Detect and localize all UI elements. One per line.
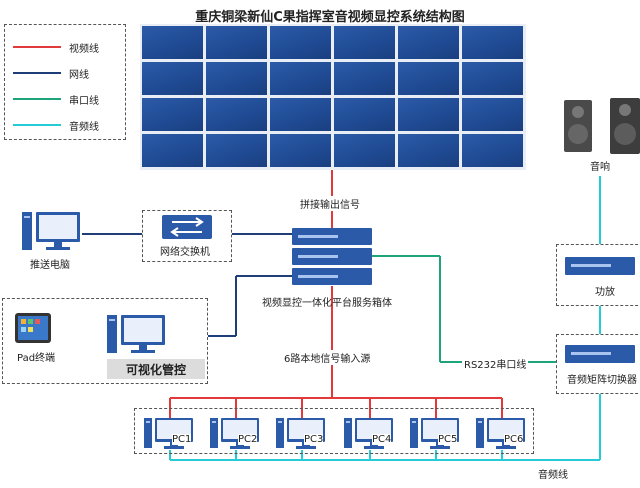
serial-line-swatch [13, 98, 61, 100]
video-wall-panel [462, 26, 523, 59]
video-wall-panel [270, 62, 331, 95]
pc-label: PC1 [172, 434, 192, 445]
push-pc-label: 推送电脑 [30, 260, 70, 271]
pc-label: PC5 [438, 434, 458, 445]
video-wall-panel [462, 98, 523, 131]
audio-matrix-icon [565, 345, 635, 363]
legend-item-serial: 串口线 [13, 91, 99, 107]
server-stack [292, 228, 372, 290]
legend-label-network: 网线 [69, 69, 89, 81]
video-wall-panel [142, 134, 203, 167]
video-wall-panel [206, 134, 267, 167]
audio-line-label: 音频线 [538, 470, 568, 481]
control-area-box: Pad终端 可视化管控 [2, 298, 208, 384]
audio-line-swatch [13, 124, 61, 126]
local-input-label: 6路本地信号输入源 [282, 350, 373, 365]
video-wall-panel [270, 26, 331, 59]
speakers [562, 96, 640, 158]
rs232-label: RS232串口线 [462, 356, 529, 371]
video-wall-panel [398, 62, 459, 95]
video-wall-panel [334, 26, 395, 59]
network-switch-icon [162, 215, 212, 239]
pc-group-box [134, 408, 534, 454]
legend-item-network: 网线 [13, 65, 89, 81]
push-pc [22, 210, 82, 258]
amplifier-box: 功放 [556, 244, 640, 306]
pc-label: PC6 [504, 434, 524, 445]
pc-label: PC2 [238, 434, 258, 445]
tablet-icon [15, 313, 51, 343]
video-wall-panel [334, 134, 395, 167]
server-rack-icon [292, 228, 372, 285]
video-wall-panel [270, 98, 331, 131]
network-switch-box: 网络交换机 [142, 210, 232, 262]
computer-icon [22, 212, 80, 250]
video-wall-panel [398, 134, 459, 167]
legend-label-video: 视频线 [69, 43, 99, 55]
pc-label: PC3 [304, 434, 324, 445]
video-wall-panel [462, 134, 523, 167]
video-wall-panel [334, 98, 395, 131]
network-switch-label: 网络交换机 [160, 247, 210, 258]
video-wall-panel [398, 26, 459, 59]
pad-label: Pad终端 [17, 353, 56, 364]
video-wall [140, 24, 526, 170]
video-wall-panel [206, 26, 267, 59]
amplifier-label: 功放 [595, 287, 615, 298]
diagram-title: 重庆铜梁新仙C果指挥室音视频显控系统结构图 [195, 10, 465, 25]
audio-matrix-box: 音频矩阵切换器 [556, 334, 640, 394]
amplifier-icon [565, 257, 635, 275]
video-line-swatch [13, 46, 61, 48]
legend: 视频线 网线 串口线 音频线 [4, 24, 126, 140]
audio-matrix-label: 音频矩阵切换器 [567, 375, 637, 386]
pc-label: PC4 [372, 434, 392, 445]
video-wall-panel [142, 26, 203, 59]
viz-label: 可视化管控 [125, 362, 186, 377]
video-wall-panel [206, 62, 267, 95]
pc-5 [410, 418, 460, 454]
legend-label-serial: 串口线 [69, 95, 99, 107]
network-line-swatch [13, 72, 61, 74]
computer-icon [410, 418, 459, 449]
legend-item-video: 视频线 [13, 39, 99, 55]
video-wall-panel [142, 62, 203, 95]
computer-icon [107, 315, 165, 353]
speaker-icon [564, 98, 640, 154]
video-wall-panel [398, 98, 459, 131]
legend-label-audio: 音频线 [69, 121, 99, 133]
splice-output-label: 拼接输出信号 [298, 196, 362, 211]
viz-label-box: 可视化管控 [107, 359, 205, 379]
video-wall-panel [462, 62, 523, 95]
server-label: 视频显控一体化平台服务箱体 [262, 298, 392, 309]
video-wall-panel [142, 98, 203, 131]
legend-item-audio: 音频线 [13, 117, 99, 133]
video-wall-panel [334, 62, 395, 95]
video-wall-panel [206, 98, 267, 131]
speaker-label: 音响 [590, 158, 610, 173]
video-wall-panel [270, 134, 331, 167]
